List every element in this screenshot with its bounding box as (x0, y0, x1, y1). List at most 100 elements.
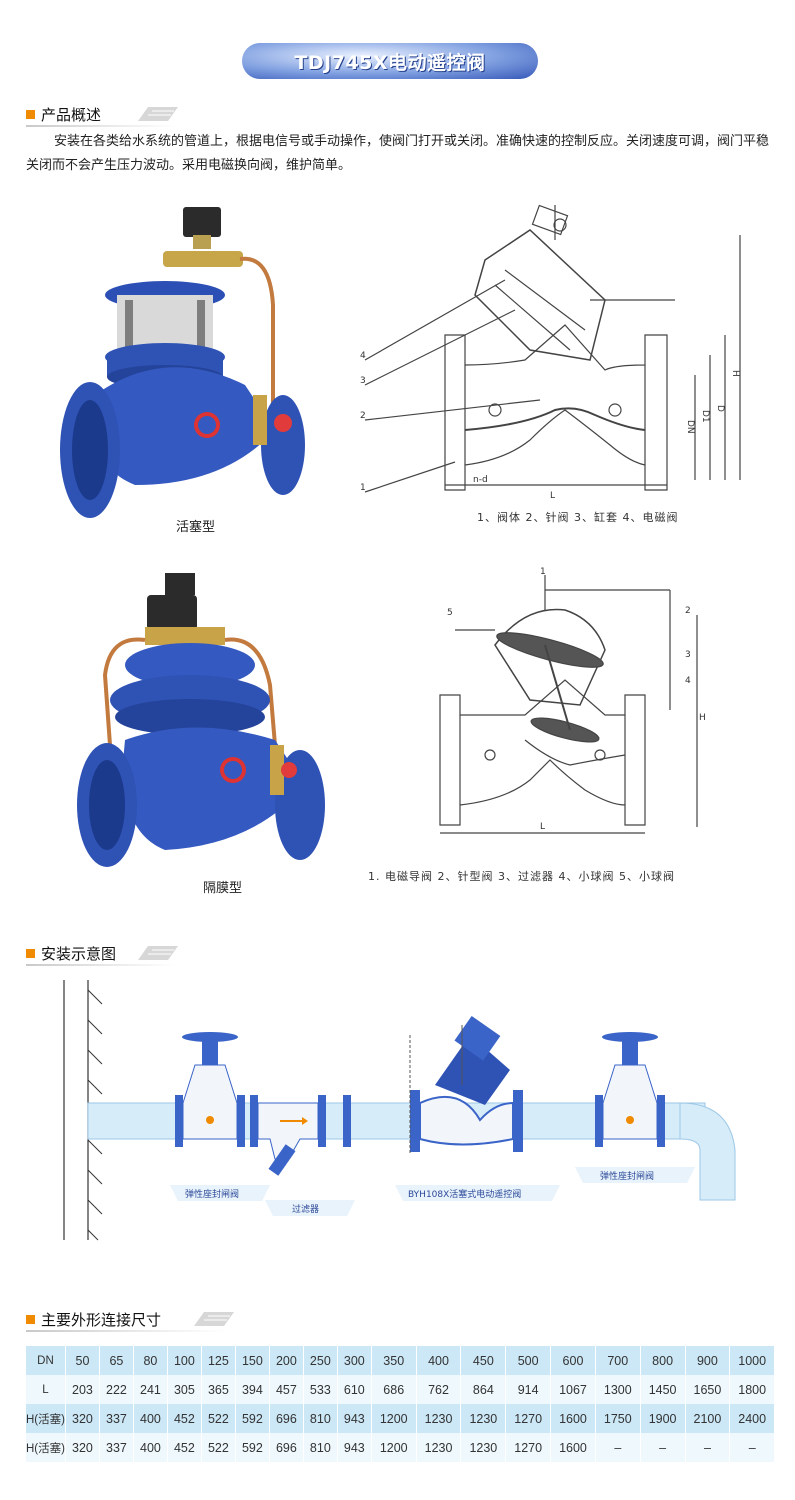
callout-2: 2 (360, 411, 366, 421)
label-strainer: 过滤器 (292, 1203, 319, 1215)
diaphragm-callout-2: 2 (685, 606, 691, 616)
table-cell: 914 (505, 1375, 551, 1404)
stripe-decoration-icon (138, 946, 178, 960)
table-cell: 300 (336, 1346, 372, 1375)
table-cell: 1230 (415, 1404, 461, 1433)
table-cell: 2400 (729, 1404, 774, 1433)
table-cell: 810 (302, 1404, 338, 1433)
section-bullet-icon (26, 109, 35, 119)
section-dimensions-title: 主要外形连接尺寸 (41, 1310, 162, 1329)
table-cell: 900 (684, 1346, 730, 1375)
table-cell: 150 (234, 1346, 270, 1375)
table-cell: 394 (234, 1375, 270, 1404)
table-cell: 1600 (550, 1404, 596, 1433)
table-cell: 2100 (684, 1404, 730, 1433)
table-cell: 522 (200, 1433, 236, 1462)
table-cell: 943 (336, 1404, 372, 1433)
callout-4: 4 (360, 351, 366, 361)
table-cell: 592 (234, 1433, 270, 1462)
section-bullet-icon (26, 1314, 35, 1324)
table-cell: – (729, 1433, 774, 1462)
table-cell: 450 (460, 1346, 506, 1375)
section-underline (26, 964, 176, 966)
table-cell: 1200 (370, 1433, 417, 1462)
install-diagram: 弹性座封闸阀 过滤器 BYH108X活塞式电动遥控阀 弹性座封闸阀 (63, 980, 736, 1241)
table-cell: 400 (132, 1404, 168, 1433)
stripe-decoration-icon (194, 1312, 234, 1326)
table-cell: 452 (166, 1433, 202, 1462)
table-cell: 800 (639, 1346, 686, 1375)
diaphragm-callout-4: 4 (685, 676, 691, 686)
table-cell: 696 (268, 1404, 304, 1433)
table-cell: 241 (132, 1375, 168, 1404)
table-cell: 500 (505, 1346, 551, 1375)
diaphragm-valve-caption: 隔膜型 (203, 881, 243, 896)
label-gate-valve-right: 弹性座封闸阀 (600, 1170, 654, 1182)
diaphragm-valve-drawing: 1 2 3 4 5 L H (439, 567, 706, 834)
piston-valve-caption: 活塞型 (176, 520, 216, 535)
table-cell: – (594, 1433, 641, 1462)
table-cell: 1650 (684, 1375, 730, 1404)
page-title: TDJ745X电动遥控阀 (242, 43, 538, 79)
diaphragm-valve-legend: 1. 电磁导阀 2、针型阀 3、过滤器 4、小球阀 5、小球阀 (368, 870, 675, 883)
callout-1: 1 (360, 483, 366, 493)
stripe-decoration-icon (138, 107, 178, 121)
table-cell: 337 (98, 1404, 134, 1433)
section-install-title: 安装示意图 (41, 944, 117, 963)
table-cell: 1067 (550, 1375, 596, 1404)
section-install-header: 安装示意图 (26, 942, 178, 966)
table-cell: 320 (64, 1404, 100, 1433)
diaphragm-dim-H: H (699, 713, 706, 723)
piston-valve-drawing: 4 3 2 1 L n-d DN D1 D H (360, 204, 741, 501)
table-cell: 1200 (370, 1404, 417, 1433)
label-control-valve: BYH108X活塞式电动遥控阀 (408, 1188, 521, 1200)
table-cell: 350 (370, 1346, 417, 1375)
table-cell: 522 (200, 1404, 236, 1433)
table-cell: 400 (415, 1346, 461, 1375)
dim-D1: D1 (700, 410, 710, 423)
table-cell: 610 (336, 1375, 372, 1404)
table-cell: 1230 (460, 1433, 506, 1462)
table-cell: 1000 (729, 1346, 774, 1375)
section-overview-header: 产品概述 (26, 103, 178, 127)
table-cell: 100 (166, 1346, 202, 1375)
table-cell: 864 (460, 1375, 506, 1404)
table-cell: – (639, 1433, 686, 1462)
table-cell: 686 (370, 1375, 417, 1404)
row-header: L (26, 1375, 66, 1404)
piston-valve-legend: 1、阀体 2、针阀 3、缸套 4、电磁阀 (477, 511, 679, 524)
table-cell: 222 (98, 1375, 134, 1404)
page-title-text: TDJ745X电动遥控阀 (294, 51, 486, 74)
table-cell: 250 (302, 1346, 338, 1375)
section-underline (26, 1330, 226, 1332)
dim-nd: n-d (473, 475, 488, 485)
section-bullet-icon (26, 948, 35, 958)
dim-D: D (715, 405, 725, 412)
table-cell: 125 (200, 1346, 236, 1375)
table-cell: 50 (64, 1346, 100, 1375)
table-cell: 810 (302, 1433, 338, 1462)
table-cell: 1230 (460, 1404, 506, 1433)
table-cell: 700 (594, 1346, 641, 1375)
row-header: H(活塞) (26, 1433, 66, 1462)
table-cell: 943 (336, 1433, 372, 1462)
diaphragm-callout-3: 3 (685, 650, 691, 660)
table-cell: 1270 (505, 1433, 551, 1462)
table-cell: 1900 (639, 1404, 686, 1433)
table-cell: 762 (415, 1375, 461, 1404)
dim-DN: DN (685, 420, 695, 434)
callout-3: 3 (360, 376, 366, 386)
diaphragm-dim-L: L (540, 822, 545, 832)
table-cell: 1270 (505, 1404, 551, 1433)
table-cell: 1750 (594, 1404, 641, 1433)
dim-L: L (550, 491, 555, 501)
table-cell: 320 (64, 1433, 100, 1462)
table-cell: 452 (166, 1404, 202, 1433)
row-header: H(活塞) (26, 1404, 66, 1433)
table-cell: 337 (98, 1433, 134, 1462)
table-cell: 533 (302, 1375, 338, 1404)
table-cell: 200 (268, 1346, 304, 1375)
